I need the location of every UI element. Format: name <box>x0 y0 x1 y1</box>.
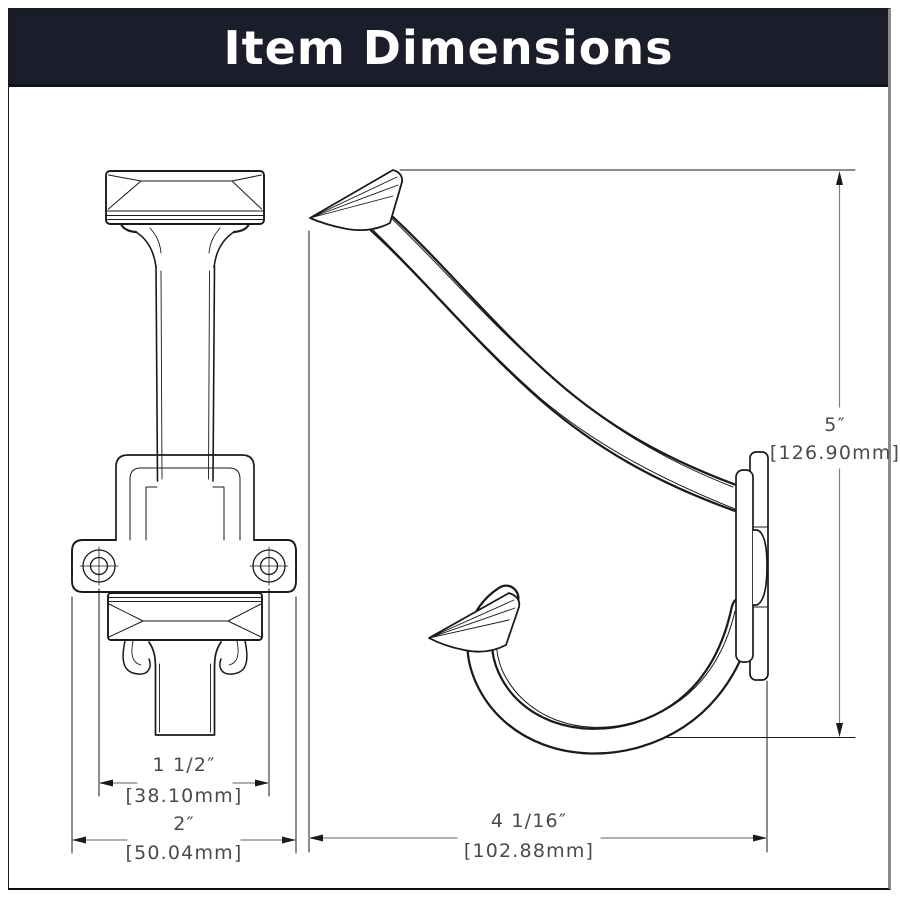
overall-width-inches-label: 2″ <box>173 813 195 835</box>
lower-cap <box>107 592 263 641</box>
lower-hook-curve <box>466 584 758 755</box>
height-inches-label: 5″ <box>824 414 846 436</box>
technical-drawing: 1 1/2″ [38.10mm] 2″ [50.04mm] 4 1/16″ [1… <box>71 169 900 864</box>
lower-stem <box>148 641 222 736</box>
dimension-arrowheads <box>72 171 843 844</box>
overall-width-mm-label: [50.04mm] <box>125 842 242 864</box>
mounting-plate <box>71 539 297 593</box>
screw-hole-right <box>249 546 289 586</box>
mounting-bracket <box>115 454 255 541</box>
hole-spacing-mm-label: [38.10mm] <box>125 785 242 807</box>
header-bar: Item Dimensions <box>9 9 888 87</box>
projection-inches-label: 4 1/16″ <box>491 810 567 832</box>
lower-collar <box>122 640 248 675</box>
dimension-annotations: 1 1/2″ [38.10mm] 2″ [50.04mm] 4 1/16″ [1… <box>125 414 900 864</box>
upper-hook-arm <box>365 207 758 515</box>
top-cap <box>105 170 265 234</box>
bottom-finial <box>428 592 521 653</box>
hole-spacing-inches-label: 1 1/2″ <box>152 754 215 776</box>
wall-plate-profile <box>735 451 769 681</box>
dimension-lines <box>71 174 841 841</box>
front-view-drawing <box>71 170 297 736</box>
projection-mm-label: [102.88mm] <box>464 840 594 862</box>
screw-hole-left <box>79 546 119 586</box>
page-title: Item Dimensions <box>223 21 674 75</box>
upper-stem <box>135 227 235 482</box>
page-border-frame: Item Dimensions <box>8 8 899 890</box>
top-finial <box>309 169 403 232</box>
height-mm-label: [126.90mm] <box>770 442 900 464</box>
side-view-drawing <box>309 169 769 755</box>
